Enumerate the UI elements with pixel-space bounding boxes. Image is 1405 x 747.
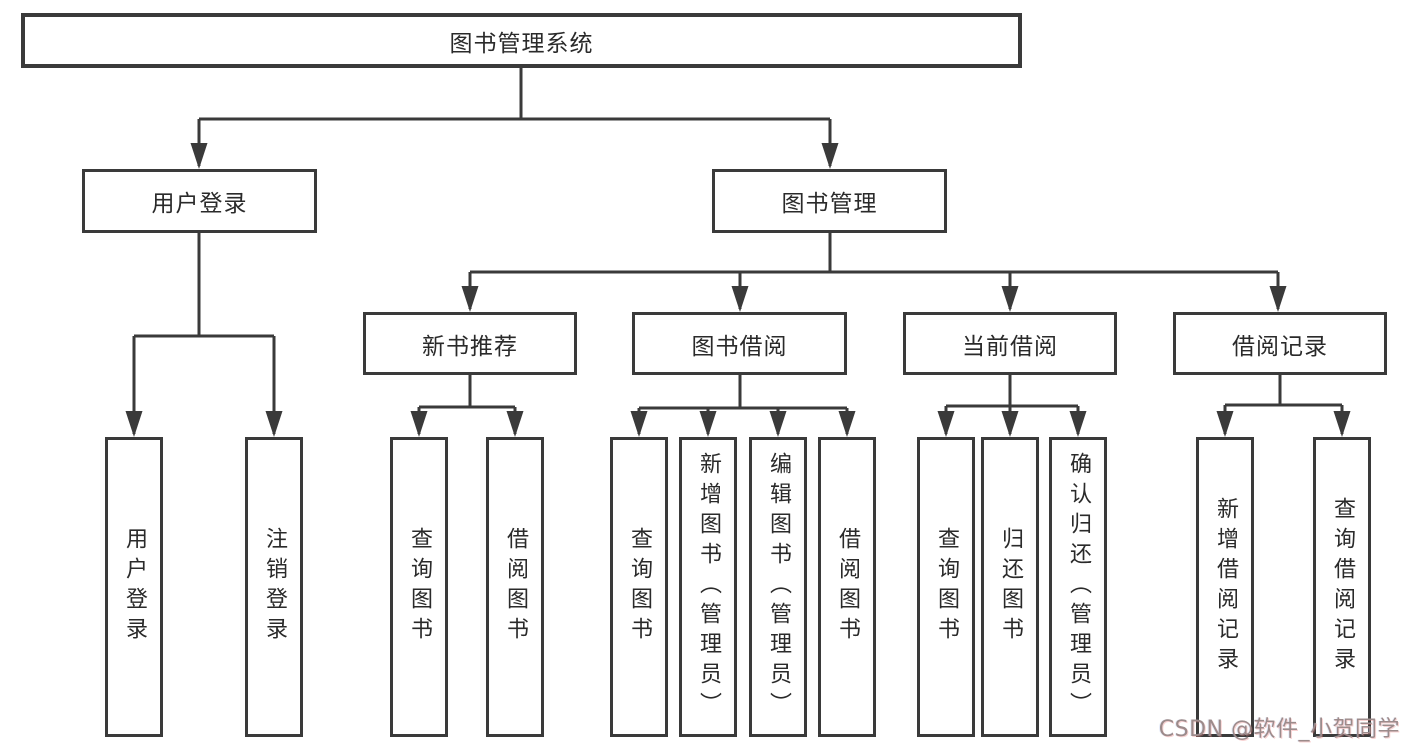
node-leaf-borrow-books-borrowing: 借阅图书 (818, 437, 876, 737)
arrow-into-leaf-logout (265, 411, 283, 437)
node-label-leaf-query-borrow-record: 查询借阅记录 (1330, 497, 1355, 677)
arrow-into-leaf-query-books-newbook (410, 411, 428, 437)
node-label-leaf-borrow-books-borrowing: 借阅图书 (835, 527, 860, 647)
arrow-into-leaf-return-books (1001, 411, 1019, 437)
node-label-leaf-user-login: 用户登录 (122, 527, 147, 647)
node-leaf-add-borrow-record: 新增借阅记录 (1196, 437, 1254, 737)
node-label-leaf-query-books-newbook: 查询图书 (407, 527, 432, 647)
arrow-into-leaf-edit-books-admin (769, 411, 787, 437)
node-leaf-user-login: 用户登录 (105, 437, 163, 737)
node-new-book-recommendation: 新书推荐 (363, 312, 577, 375)
arrow-into-book-management-branch (821, 143, 839, 169)
arrow-into-borrowing-records (1269, 286, 1287, 312)
connector-bookmgmt-to-level3 (468, 233, 1280, 309)
arrow-into-leaf-borrow-books-newbook (506, 411, 524, 437)
node-label-root: 图书管理系统 (449, 30, 594, 57)
node-leaf-query-books-borrowing: 查询图书 (610, 437, 668, 737)
node-label-new-book-recommendation: 新书推荐 (422, 333, 518, 360)
arrow-into-leaf-add-borrow-record (1216, 411, 1234, 437)
arrow-into-leaf-confirm-return-admin (1069, 411, 1087, 437)
connector-records-to-leaves (1223, 375, 1344, 434)
node-leaf-borrow-books-newbook: 借阅图书 (486, 437, 544, 737)
csdn-watermark: CSDN @软件_小贺同学 (1158, 717, 1400, 742)
node-label-current-borrowing: 当前借阅 (962, 333, 1058, 360)
connector-userlogin-to-leaves (132, 233, 276, 434)
arrow-into-leaf-borrow-books-borrowing (838, 411, 856, 437)
node-leaf-edit-books-admin: 编辑图书（管理员） (749, 437, 807, 737)
node-label-user-login-branch: 用户登录 (151, 191, 248, 217)
node-current-borrowing: 当前借阅 (903, 312, 1117, 375)
node-label-borrowing-records: 借阅记录 (1232, 333, 1328, 360)
node-label-leaf-borrow-books-newbook: 借阅图书 (503, 527, 528, 647)
node-leaf-query-books-newbook: 查询图书 (390, 437, 448, 737)
arrow-into-leaf-query-borrow-record (1333, 411, 1351, 437)
arrow-into-leaf-query-books-borrowing (630, 411, 648, 437)
arrow-into-user-login-branch (190, 143, 208, 169)
connector-current-to-leaves (944, 375, 1080, 434)
arrow-into-leaf-query-books-current (937, 411, 955, 437)
node-book-management-branch: 图书管理 (712, 169, 947, 233)
node-label-leaf-query-books-borrowing: 查询图书 (627, 527, 652, 647)
node-leaf-query-books-current: 查询图书 (917, 437, 975, 737)
node-label-leaf-return-books: 归还图书 (998, 527, 1023, 647)
node-label-leaf-query-books-current: 查询图书 (934, 527, 959, 647)
arrow-into-current-borrowing (1001, 286, 1019, 312)
node-label-book-borrowing: 图书借阅 (691, 333, 788, 360)
arrow-into-book-borrowing (731, 286, 749, 312)
node-label-book-management-branch: 图书管理 (781, 191, 878, 217)
connector-borrowing-to-leaves (637, 375, 849, 434)
arrow-into-leaf-user-login (125, 411, 143, 437)
node-leaf-logout: 注销登录 (245, 437, 303, 737)
node-label-leaf-logout: 注销登录 (262, 527, 287, 647)
node-label-leaf-add-books-admin: 新增图书（管理员） (696, 452, 721, 722)
arrow-into-leaf-add-books-admin (699, 411, 717, 437)
arrow-into-new-book-recommendation (461, 286, 479, 312)
node-leaf-query-borrow-record: 查询借阅记录 (1313, 437, 1371, 737)
node-borrowing-records: 借阅记录 (1173, 312, 1387, 375)
node-book-borrowing: 图书借阅 (632, 312, 847, 375)
node-library-management-system: 图书管理系统 (21, 13, 1022, 68)
node-user-login-branch: 用户登录 (82, 169, 317, 233)
connector-newbook-to-leaves (417, 375, 517, 434)
node-label-leaf-add-borrow-record: 新增借阅记录 (1213, 497, 1238, 677)
node-leaf-add-books-admin: 新增图书（管理员） (679, 437, 737, 737)
node-label-leaf-edit-books-admin: 编辑图书（管理员） (766, 452, 791, 722)
connector-root-trunk (197, 68, 832, 166)
node-leaf-confirm-return-admin: 确认归还（管理员） (1049, 437, 1107, 737)
node-label-leaf-confirm-return-admin: 确认归还（管理员） (1066, 452, 1091, 722)
node-leaf-return-books: 归还图书 (981, 437, 1039, 737)
